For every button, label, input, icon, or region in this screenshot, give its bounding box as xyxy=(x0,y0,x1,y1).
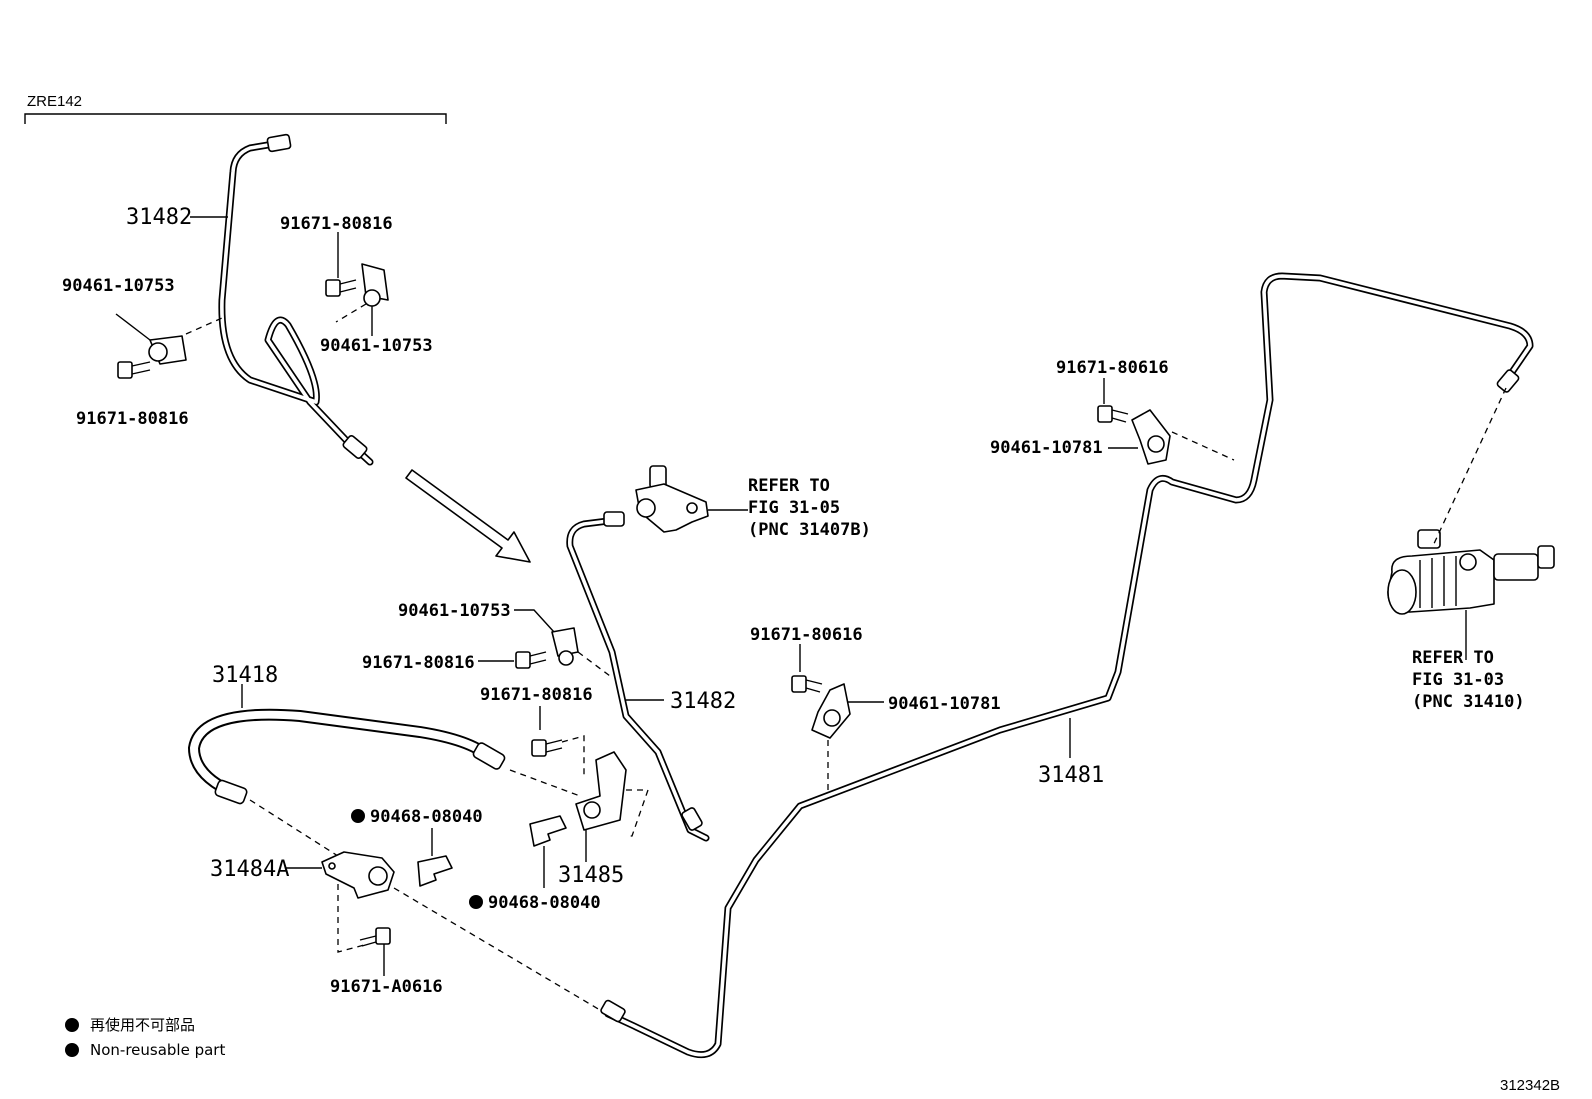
nonreusable-marker-a xyxy=(351,809,365,823)
bolt-91671-80616-right xyxy=(1097,405,1129,423)
label-91671-A0616: 91671-A0616 xyxy=(330,977,443,997)
refer-b-line2: FIG 31-03 xyxy=(1412,670,1504,690)
legend-jp: 再使用不可部品 xyxy=(90,1016,195,1034)
nonreusable-marker-b xyxy=(469,895,483,909)
pipe-31481 xyxy=(600,272,1534,1059)
label-91671-80616-a: 91671-80616 xyxy=(1056,358,1169,378)
label-91671-80816-b: 91671-80816 xyxy=(76,409,189,429)
clamp-90461-10781-right xyxy=(1131,409,1171,465)
label-90461-10781-b: 90461-10781 xyxy=(888,694,1001,714)
refer-a-line2: FIG 31-05 xyxy=(748,498,840,518)
clip-90468-08040-left xyxy=(417,855,453,887)
label-90468-08040-a: 90468-08040 xyxy=(370,807,483,827)
master-cylinder xyxy=(1387,529,1555,615)
bolt-91671-80816-top xyxy=(325,279,357,297)
bolt-91671-80816-left xyxy=(117,361,151,379)
label-90461-10781-a: 90461-10781 xyxy=(990,438,1103,458)
label-31482-top: 31482 xyxy=(126,205,192,230)
label-90461-10753-c: 90461-10753 xyxy=(398,601,511,621)
dash-clamp-mid xyxy=(577,651,611,677)
legend-marker-en xyxy=(65,1043,79,1057)
clamp-90461-10753-mid xyxy=(551,627,579,666)
refer-a-line1: REFER TO xyxy=(748,476,830,496)
clamp-90461-10781-lower xyxy=(811,683,851,739)
dash-clamp-left xyxy=(185,317,223,335)
hose-31418 xyxy=(187,708,506,805)
refer-b-line1: REFER TO xyxy=(1412,648,1494,668)
dash-hose-right xyxy=(509,769,581,797)
leader-90461-10753-c xyxy=(514,609,555,633)
label-90461-10753-a: 90461-10753 xyxy=(62,276,175,296)
dash-clamp-right xyxy=(1171,431,1235,461)
bolt-91671-80816-mid xyxy=(515,651,547,669)
model-code-label: ZRE142 xyxy=(27,93,82,110)
dash-clamp-top xyxy=(335,303,367,323)
legend-marker-jp xyxy=(65,1018,79,1032)
figure-id: 312342B xyxy=(1500,1077,1560,1094)
refer-a-line3: (PNC 31407B) xyxy=(748,520,871,540)
bolt-91671-80816-lower xyxy=(531,739,563,757)
bracket-31484A xyxy=(321,851,395,899)
label-31481: 31481 xyxy=(1038,763,1104,788)
bracket-31485 xyxy=(575,751,627,831)
label-91671-80616-b: 91671-80616 xyxy=(750,625,863,645)
label-31484A: 31484A xyxy=(210,857,289,882)
clamp-90461-10753-top xyxy=(361,263,389,307)
label-31482-mid: 31482 xyxy=(670,689,736,714)
direction-arrow xyxy=(405,469,531,563)
legend-en: Non-reusable part xyxy=(90,1041,225,1059)
label-91671-80816-d: 91671-80816 xyxy=(480,685,593,705)
dash-master-cylinder xyxy=(1431,387,1507,549)
dash-hose-left xyxy=(249,799,339,857)
label-31485: 31485 xyxy=(558,863,624,888)
label-31418: 31418 xyxy=(212,663,278,688)
inset-pipe-31482 xyxy=(218,133,374,466)
model-scope-bracket xyxy=(24,113,447,124)
valve-fitting xyxy=(635,465,709,533)
label-90468-08040-b: 90468-08040 xyxy=(488,893,601,913)
clamp-90461-10753-left xyxy=(148,335,187,365)
leader-90461-10753-a xyxy=(115,313,151,341)
refer-b-line3: (PNC 31410) xyxy=(1412,692,1525,712)
bolt-91671-80616-lower xyxy=(791,675,823,693)
dash-31484A-pipe xyxy=(393,887,601,1011)
label-90461-10753-b: 90461-10753 xyxy=(320,336,433,356)
dash-bolt-lower xyxy=(561,735,585,776)
clip-90468-08040-right xyxy=(529,815,567,847)
dash-bracket-31485 xyxy=(626,789,649,837)
bolt-91671-A0616 xyxy=(359,927,391,947)
label-91671-80816-c: 91671-80816 xyxy=(362,653,475,673)
label-91671-80816-a: 91671-80816 xyxy=(280,214,393,234)
dash-31484A-bolt xyxy=(337,884,369,953)
pipe-31482-middle xyxy=(566,511,710,842)
